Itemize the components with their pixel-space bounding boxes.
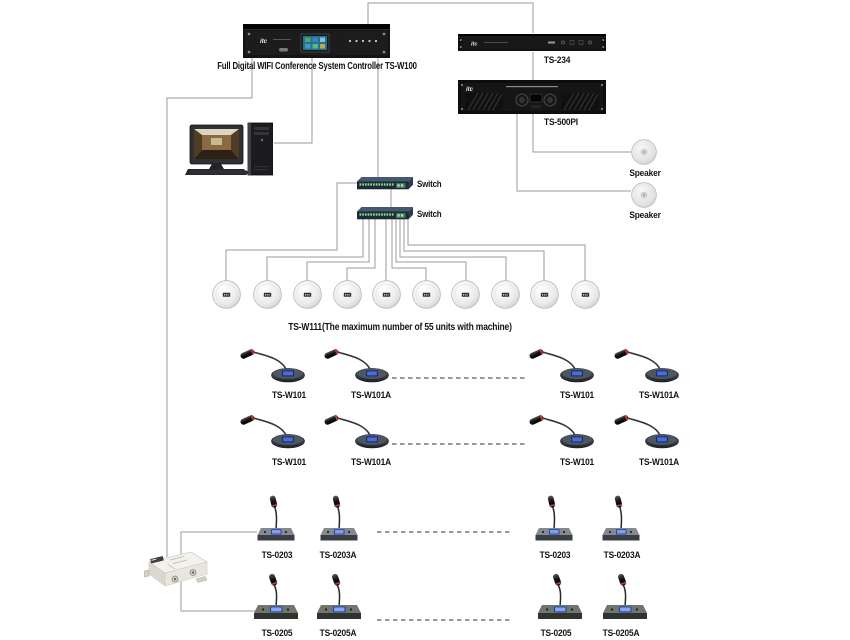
speaker-icon bbox=[631, 139, 657, 165]
ceiling-speaker-icon bbox=[412, 280, 441, 309]
mic-label: TS-W101 bbox=[559, 390, 595, 401]
controller-device bbox=[243, 24, 390, 58]
mic-label: TS-0205 bbox=[261, 628, 293, 639]
wireless-mic-icon bbox=[236, 340, 311, 384]
switch-2-label: Switch bbox=[417, 209, 442, 219]
wireless-mic-icon bbox=[525, 406, 600, 450]
mic-label: TS-W101 bbox=[271, 390, 307, 401]
wireless-mic-icon bbox=[320, 406, 395, 450]
switch-2-device bbox=[357, 207, 413, 220]
ceiling-speaker-icon bbox=[333, 280, 362, 309]
mic-label: TS-0205A bbox=[602, 628, 640, 639]
ceiling-speaker-icon bbox=[253, 280, 282, 309]
amplifier-label: TS-500PI bbox=[544, 117, 578, 128]
mic-label: TS-0203A bbox=[319, 550, 357, 561]
mic-label: TS-0203 bbox=[261, 550, 293, 561]
dashed-continuation-lines bbox=[377, 377, 525, 621]
ceiling-speaker-icon bbox=[491, 280, 520, 309]
desktop-mic-icon bbox=[535, 572, 585, 624]
mic-label: TS-0205A bbox=[319, 628, 357, 639]
speaker-label: Speaker bbox=[629, 168, 661, 179]
ceiling-speaker-icon bbox=[530, 280, 559, 309]
wire-group bbox=[166, 2, 631, 612]
wireless-mic-icon bbox=[610, 340, 685, 384]
mic-label: TS-W101 bbox=[271, 457, 307, 468]
wireless-mic-icon bbox=[525, 340, 600, 384]
desktop-mic-icon bbox=[252, 494, 300, 546]
mic-label: TS-0203A bbox=[603, 550, 641, 561]
ts234-device bbox=[458, 32, 606, 53]
mic-label: TS-W101A bbox=[639, 457, 679, 468]
controller-label: Full Digital WIFI Conference System Cont… bbox=[217, 61, 417, 72]
speaker-label: Speaker bbox=[629, 210, 661, 221]
wireless-mic-icon bbox=[236, 406, 311, 450]
mic-label: TS-W101A bbox=[351, 390, 391, 401]
amplifier-device bbox=[458, 80, 606, 114]
mic-label: TS-W101 bbox=[559, 457, 595, 468]
ceiling-speaker-icon bbox=[212, 280, 241, 309]
ceiling-units-label: TS-W111(The maximum number of 55 units w… bbox=[288, 322, 512, 333]
desktop-mic-icon bbox=[315, 494, 363, 546]
desktop-mic-icon bbox=[530, 494, 578, 546]
switch-1-device bbox=[357, 177, 413, 190]
ceiling-speaker-icon bbox=[451, 280, 480, 309]
computer-icon bbox=[185, 122, 273, 176]
desktop-mic-icon bbox=[600, 572, 650, 624]
ceiling-speaker-icon bbox=[372, 280, 401, 309]
ts234-label: TS-234 bbox=[543, 55, 571, 66]
wireless-mic-icon bbox=[610, 406, 685, 450]
mic-label: TS-0203 bbox=[539, 550, 571, 561]
desktop-mic-icon bbox=[251, 572, 301, 624]
desktop-mic-icon bbox=[597, 494, 645, 546]
speaker-icon bbox=[631, 182, 657, 208]
wireless-mic-icon bbox=[320, 340, 395, 384]
ceiling-speaker-icon bbox=[293, 280, 322, 309]
switch-1-label: Switch bbox=[417, 179, 442, 189]
splitter-box-icon bbox=[144, 547, 212, 593]
desktop-mic-icon bbox=[314, 572, 364, 624]
mic-label: TS-W101A bbox=[351, 457, 391, 468]
mic-label: TS-0205 bbox=[540, 628, 572, 639]
mic-label: TS-W101A bbox=[639, 390, 679, 401]
ceiling-speaker-icon bbox=[571, 280, 600, 309]
